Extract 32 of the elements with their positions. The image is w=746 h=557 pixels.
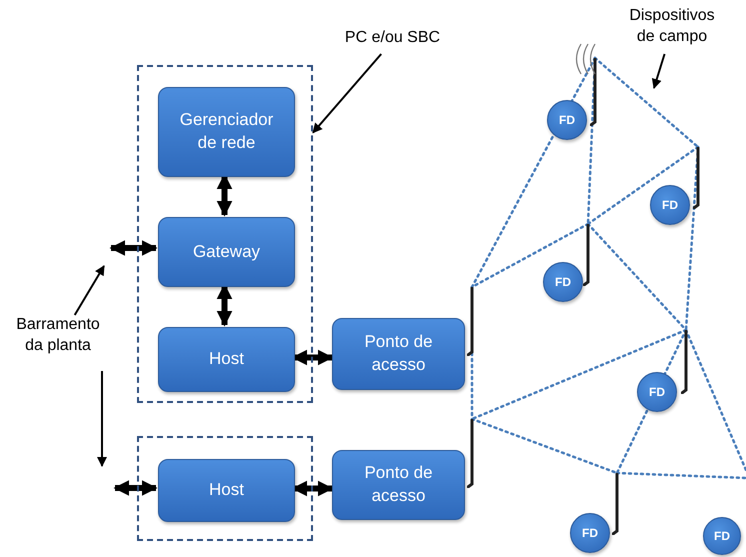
process-box: Host (158, 327, 295, 392)
device-circle: FD (703, 517, 741, 555)
access-point-box: Ponto de acesso (332, 450, 465, 520)
annotation-text: Dispositivos de campo (620, 6, 724, 54)
dotted-link (586, 222, 688, 332)
annotation-text: PC e/ou SBC (330, 28, 455, 54)
dotted-link (684, 146, 700, 332)
dotted-link (470, 328, 688, 420)
device-circle: FD (637, 372, 677, 412)
dotted-link (594, 56, 700, 148)
device-circle: FD (570, 513, 610, 553)
double-arrow (113, 480, 158, 496)
dotted-link (684, 328, 746, 472)
process-box: Gerenciador de rede (158, 87, 295, 177)
arrow (652, 54, 666, 89)
dashed-boundary (137, 65, 313, 403)
device-circle: FD (650, 185, 690, 225)
arrow (74, 265, 105, 316)
arrow (97, 371, 107, 467)
double-arrow (109, 240, 158, 256)
arrow (312, 53, 382, 134)
device-circle: FD (543, 262, 583, 302)
annotation-text: Barramento da planta (10, 315, 106, 371)
dotted-link (616, 472, 746, 480)
device-circle: FD (547, 100, 587, 140)
dotted-link (470, 222, 590, 288)
dotted-link (586, 146, 700, 226)
process-box: Gateway (158, 217, 295, 287)
dotted-link (470, 418, 618, 474)
dashed-boundary (137, 436, 313, 541)
access-point-box: Ponto de acesso (332, 318, 465, 390)
process-box: Host (158, 459, 295, 522)
